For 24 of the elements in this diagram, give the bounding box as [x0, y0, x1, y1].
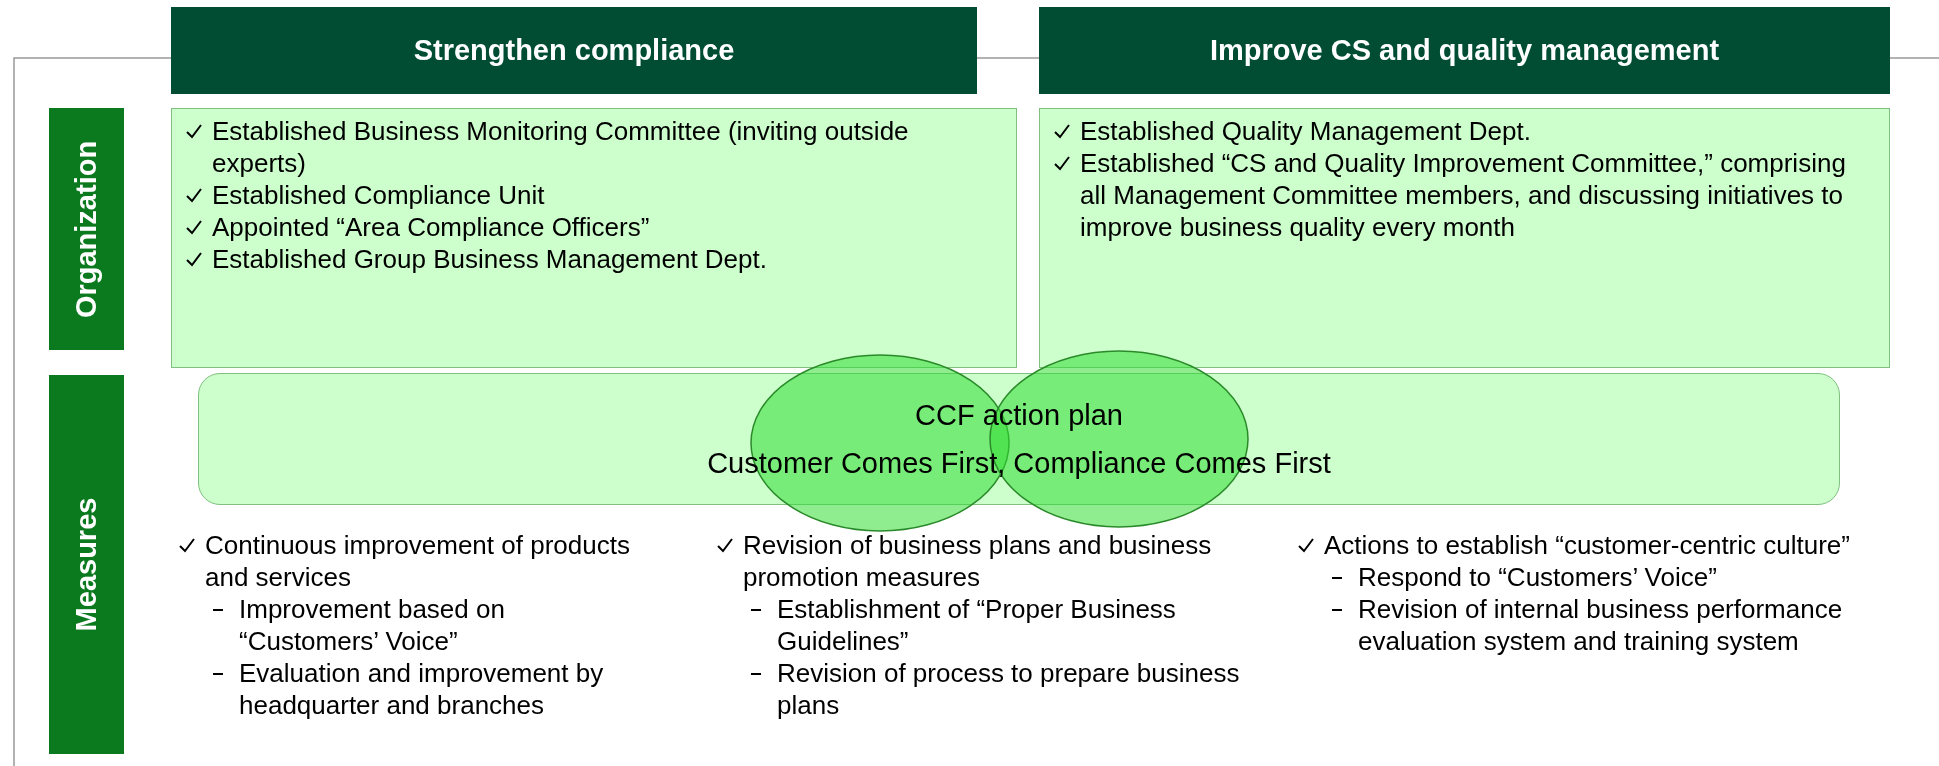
bullet-text: Established “CS and Quality Improvement Committee,” comprising all Management Committee members, and discussing initiatives to improve business quality every month [1080, 147, 1847, 243]
row-header: Measures [49, 375, 124, 754]
section-header: Strengthen compliance [171, 7, 977, 94]
bullet-text: Revision of business plans and business promotion measures [743, 529, 1213, 593]
bullet-text: Established Business Monitoring Committee (inviting outside experts) [212, 115, 910, 179]
bullet-text: Established Group Business Management Dept. [212, 243, 767, 275]
plan-title: CCF action plan [915, 398, 1123, 433]
bullet-text: Established Compliance Unit [212, 179, 545, 211]
bullet-text: Actions to establish “customer-centric culture” [1324, 529, 1850, 561]
organization-panel [171, 108, 1017, 368]
row-header: Organization [49, 108, 124, 350]
sub-bullet-text: Revision of internal business performance evaluation system and training system [1358, 593, 1844, 657]
sub-bullet-text: Evaluation and improvement by headquarter and branches [239, 657, 605, 721]
sub-bullet-text: Establishment of “Proper Business Guidelines” [777, 593, 1177, 657]
action-plan-panel [198, 373, 1840, 505]
section-header: Improve CS and quality management [1039, 7, 1890, 94]
bullet-text: Continuous improvement of products and services [205, 529, 631, 593]
bullet-text: Appointed “Area Compliance Officers” [212, 211, 650, 243]
sub-bullet-text: Improvement based on “Customers’ Voice” [239, 593, 506, 657]
plan-subtitle: Customer Comes First, Compliance Comes First [707, 446, 1331, 481]
organization-panel [1039, 108, 1890, 368]
bullet-text: Established Quality Management Dept. [1080, 115, 1531, 147]
sub-bullet-text: Respond to “Customers’ Voice” [1358, 561, 1717, 593]
sub-bullet-text: Revision of process to prepare business plans [777, 657, 1241, 721]
